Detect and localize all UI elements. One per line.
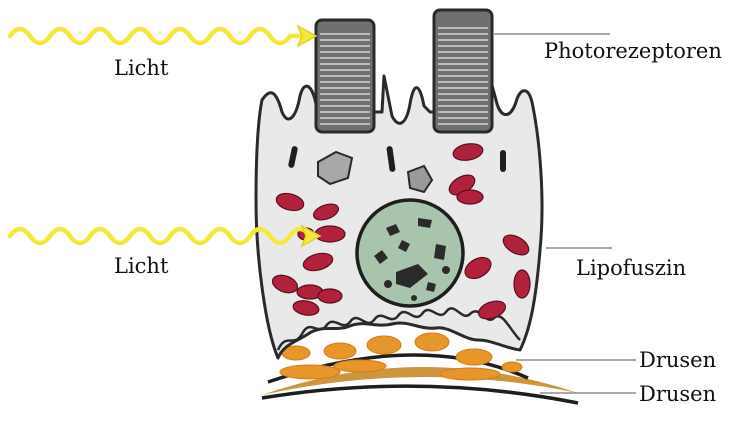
- light-wave-top: [10, 26, 316, 46]
- druse: [280, 365, 340, 379]
- label-licht-top: Licht: [114, 58, 168, 79]
- photoreceptor-left: [316, 20, 374, 132]
- druse: [440, 368, 500, 380]
- druse: [502, 362, 522, 372]
- photoreceptor-right: [434, 10, 492, 132]
- druse: [415, 333, 449, 351]
- nucleus: [357, 200, 463, 306]
- label-drusen-upper: Drusen: [639, 350, 716, 371]
- druse: [324, 343, 356, 359]
- druse: [456, 349, 492, 365]
- label-drusen-lower: Drusen: [639, 384, 716, 405]
- label-licht-middle: Licht: [114, 256, 168, 277]
- membrane-bottom-line: [262, 386, 578, 403]
- label-lipofuscin: Lipofuszin: [576, 258, 686, 279]
- druse: [334, 360, 386, 372]
- druse: [367, 336, 401, 354]
- label-photoreceptors: Photorezeptoren: [544, 41, 722, 62]
